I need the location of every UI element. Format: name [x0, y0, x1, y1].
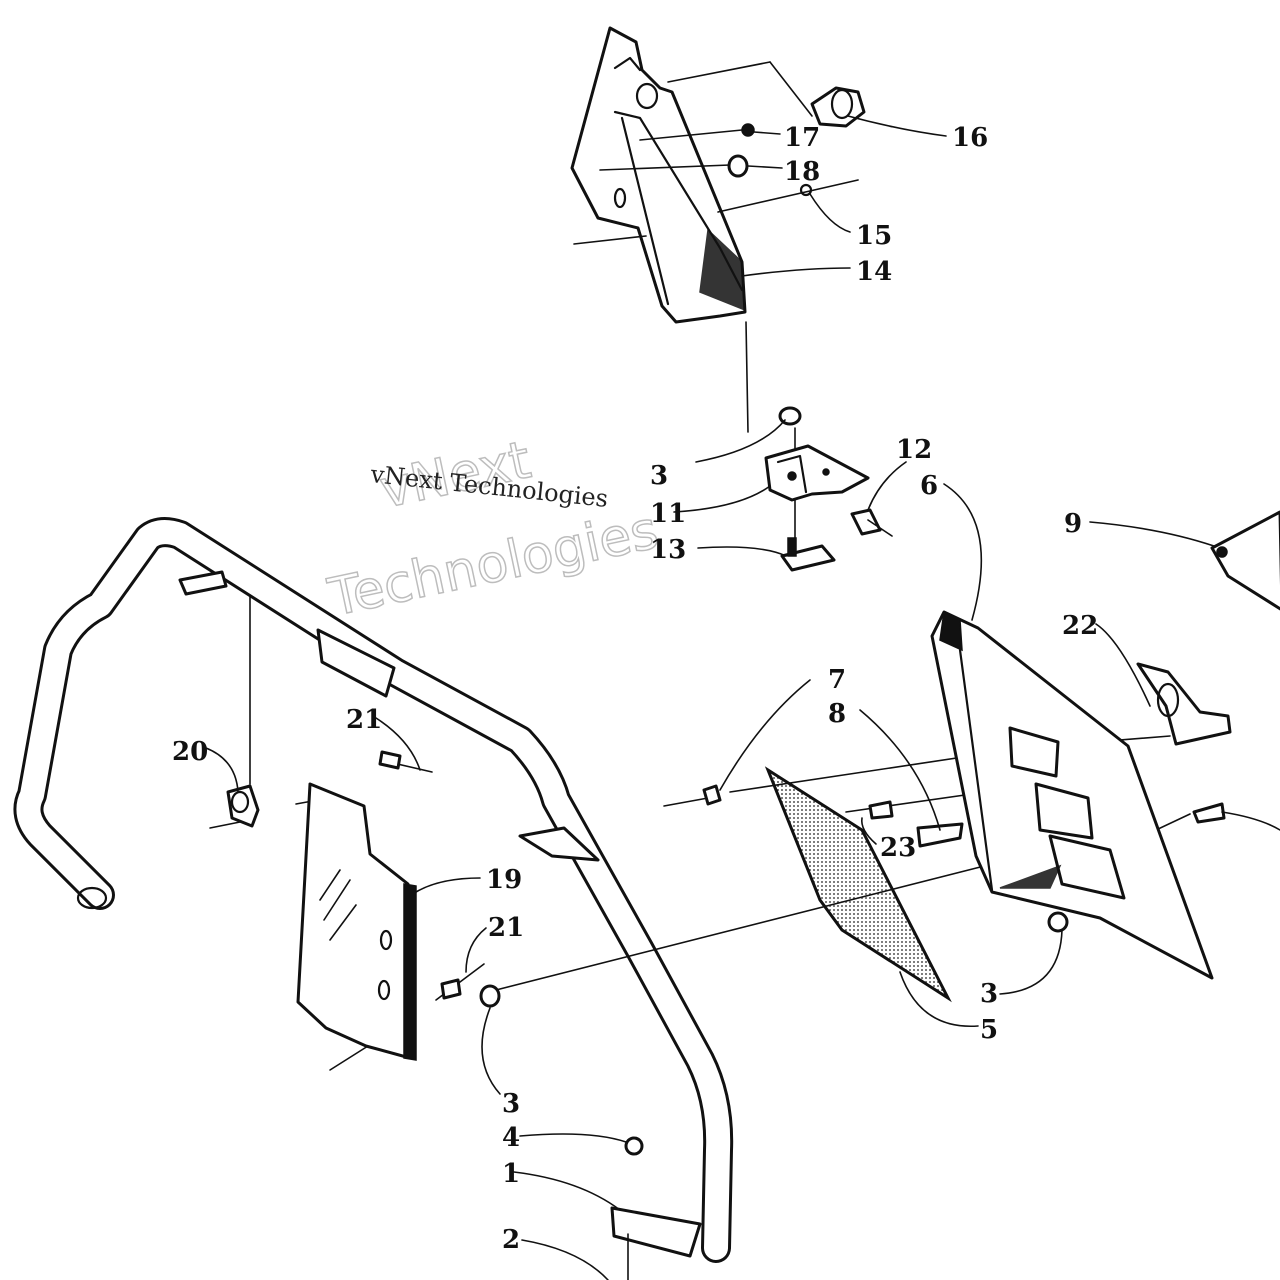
upper-bracket-part-14 [570, 26, 747, 324]
handlebar-tube-part-1 [13, 517, 734, 1263]
nut-part-4 [624, 1136, 644, 1156]
callout-14: 14 [856, 257, 892, 287]
callout-5: 5 [980, 1015, 998, 1045]
callout-1: 1 [502, 1159, 520, 1189]
plate-part-19 [296, 782, 417, 1061]
watermark: vNext Technologies [322, 430, 664, 630]
callout-18: 18 [784, 157, 820, 187]
bolt-part-21-lower [435, 963, 485, 1001]
callout-4: 4 [502, 1123, 520, 1153]
callout-3-upper: 3 [650, 461, 668, 491]
plate-part-13 [780, 537, 836, 572]
callout-20: 20 [172, 737, 208, 767]
callout-21-lower: 21 [488, 913, 524, 943]
bolt-part-21-upper [378, 750, 433, 773]
nut-part-3-left [479, 984, 501, 1008]
panel-part-9 [1210, 510, 1280, 611]
callout-16: 16 [952, 123, 988, 153]
callout-leaders [205, 115, 1280, 1280]
bolt-part-12 [850, 508, 882, 536]
callout-8: 8 [828, 699, 846, 729]
washer-part-18 [727, 154, 749, 178]
rivet-part-7 [702, 784, 722, 806]
callout-3-left: 3 [502, 1089, 520, 1119]
callout-labels: 16 17 18 15 14 3 12 6 11 9 13 22 7 8 21 … [172, 123, 1098, 1255]
bolt-right-edge [1192, 802, 1226, 824]
mount-bracket-part-11 [764, 444, 870, 502]
callout-9: 9 [1064, 509, 1082, 539]
callout-3-right: 3 [980, 979, 998, 1009]
bolt-part-8-23 [868, 800, 964, 848]
bracket-part-22 [1136, 662, 1232, 746]
callout-7: 7 [828, 665, 846, 695]
knob-part-16 [810, 86, 866, 128]
nut-part-17 [741, 123, 755, 137]
side-panel-part-6 [930, 610, 1214, 980]
callout-13: 13 [650, 535, 686, 565]
callout-22: 22 [1062, 611, 1098, 641]
callout-17: 17 [784, 123, 820, 153]
callout-23: 23 [880, 833, 916, 863]
callout-11: 11 [650, 499, 686, 529]
callout-12: 12 [896, 435, 932, 465]
callout-15: 15 [856, 221, 892, 251]
bolt-part-15 [799, 183, 813, 197]
watermark-big-line2: Technologies [323, 500, 663, 628]
callout-21-upper: 21 [346, 705, 382, 735]
mesh-screen-part-5 [764, 766, 952, 1003]
callout-2: 2 [502, 1225, 520, 1255]
callout-19: 19 [486, 865, 522, 895]
callout-6: 6 [920, 471, 938, 501]
nut-part-3-right [1047, 911, 1069, 933]
clamp-part-20 [226, 784, 260, 828]
